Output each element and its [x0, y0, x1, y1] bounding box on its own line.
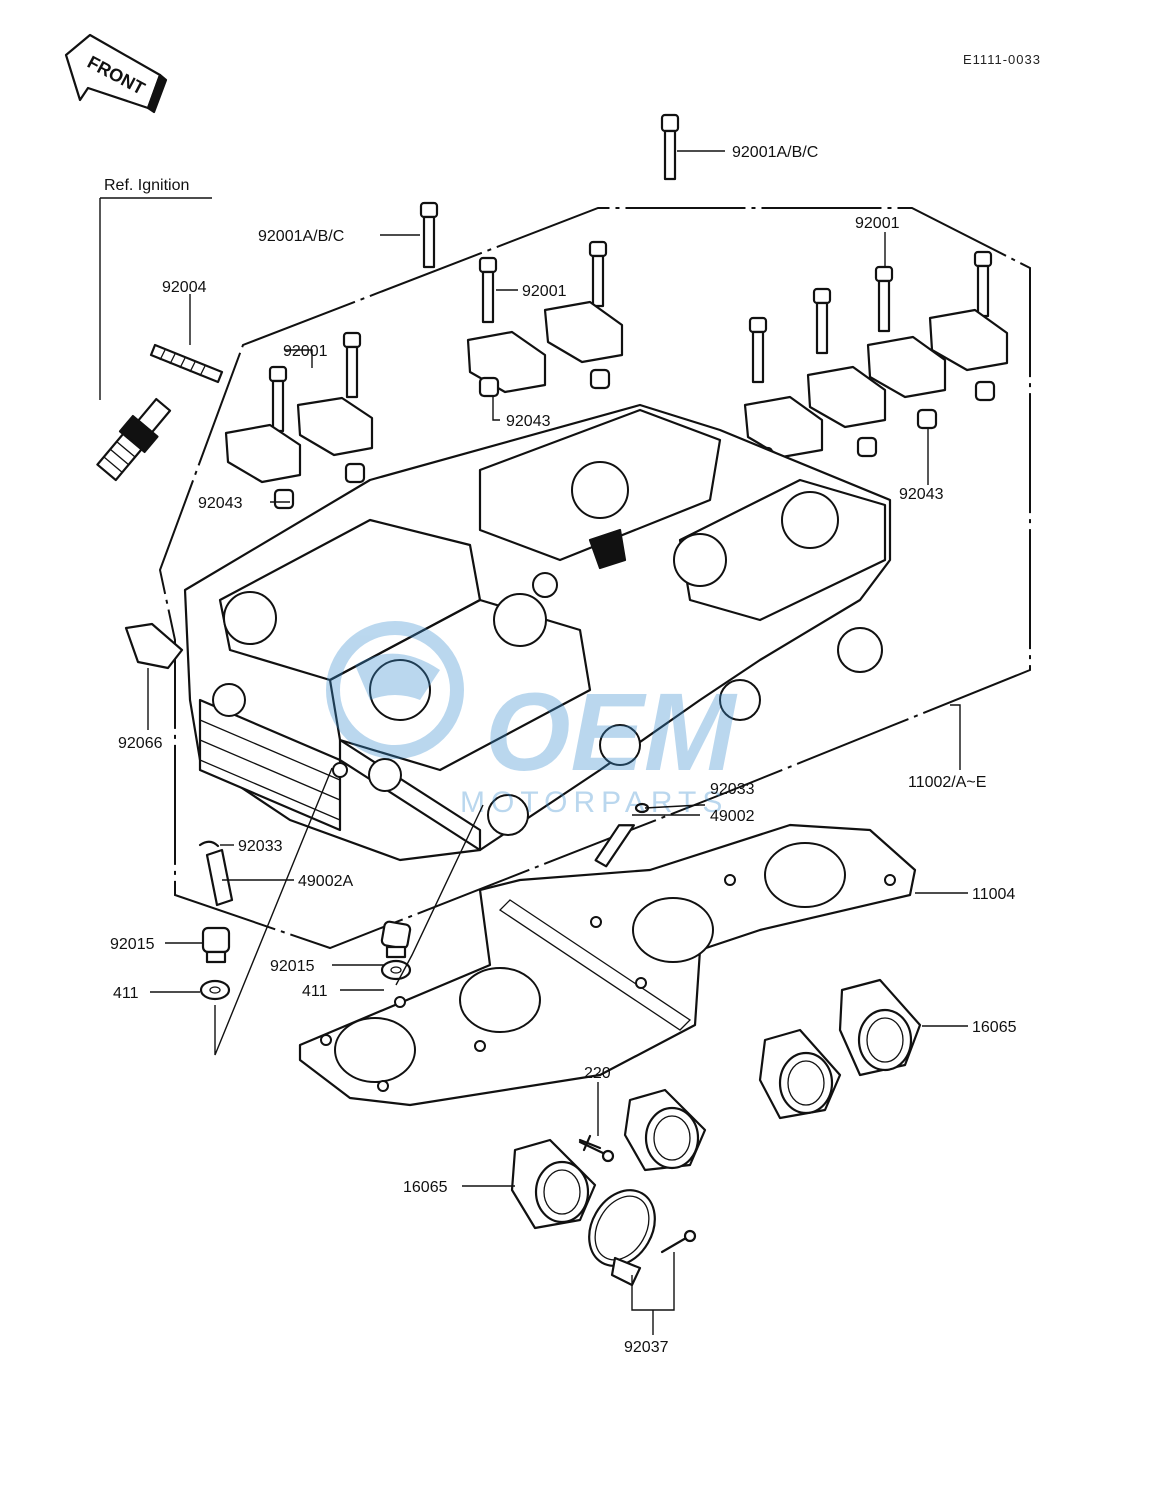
- spark-plug-icon: [96, 398, 172, 482]
- valve-guide-icon: [198, 802, 650, 907]
- callout-11004: 11004: [972, 886, 1015, 903]
- callout-92043-center: 92043: [506, 413, 551, 430]
- diagram-code: E1111-0033: [963, 52, 1041, 67]
- watermark-sub: MOTORPARTS: [460, 786, 728, 819]
- callout-411-center: 411: [302, 983, 328, 1000]
- callout-92015-left: 92015: [110, 936, 155, 953]
- callout-16065-right: 16065: [972, 1019, 1017, 1036]
- watermark-logo: OEM MOTORPARTS: [326, 621, 738, 819]
- callout-92037: 92037: [624, 1339, 669, 1356]
- hose-clamp-icon: [588, 1189, 656, 1287]
- rubber-cap-icon: [124, 622, 184, 670]
- callout-92001-center: 92001: [522, 283, 567, 300]
- callout-92001abc-left: 92001A/B/C: [258, 228, 344, 245]
- head-gasket-icon: [298, 823, 917, 1107]
- screw-icon: [578, 1134, 697, 1254]
- callout-92066: 92066: [118, 735, 163, 752]
- callout-16065-left: 16065: [403, 1179, 448, 1196]
- callout-92043-left: 92043: [198, 495, 243, 512]
- callout-92033-left: 92033: [238, 838, 283, 855]
- callout-92033-right: 92033: [710, 781, 755, 798]
- callout-leaders: [147, 150, 968, 1335]
- cylinder-head-assembly-outline: [158, 207, 1031, 950]
- ref-ignition-label: Ref. Ignition: [104, 177, 189, 194]
- front-arrow-icon: FRONT: [64, 33, 168, 114]
- part-callouts: 92001A/B/C 92001A/B/C 92001 92001 92001 …: [110, 144, 1017, 1356]
- callout-11002: 11002/A~E: [908, 774, 986, 791]
- callout-92015-center: 92015: [270, 958, 315, 975]
- callout-92001-left: 92001: [283, 343, 328, 360]
- callout-220: 220: [584, 1065, 611, 1082]
- cylinder-head-icon: [183, 403, 892, 862]
- watermark-brand: OEM: [485, 671, 738, 794]
- callout-49002: 49002: [710, 808, 755, 825]
- callout-92004: 92004: [162, 279, 207, 296]
- cap-bolt-icon: [268, 113, 993, 433]
- callout-92043-right: 92043: [899, 486, 944, 503]
- callout-92001-right: 92001: [855, 215, 900, 232]
- callout-411-left: 411: [113, 985, 139, 1002]
- camshaft-cap-icon: [224, 300, 1009, 484]
- stud-bolt-icon: [149, 343, 224, 384]
- plug-bolt-icon: [199, 920, 412, 1001]
- carburetor-holder-icon: [510, 978, 922, 1230]
- callout-49002a: 49002A: [298, 873, 353, 890]
- callout-92001abc-top: 92001A/B/C: [732, 144, 818, 161]
